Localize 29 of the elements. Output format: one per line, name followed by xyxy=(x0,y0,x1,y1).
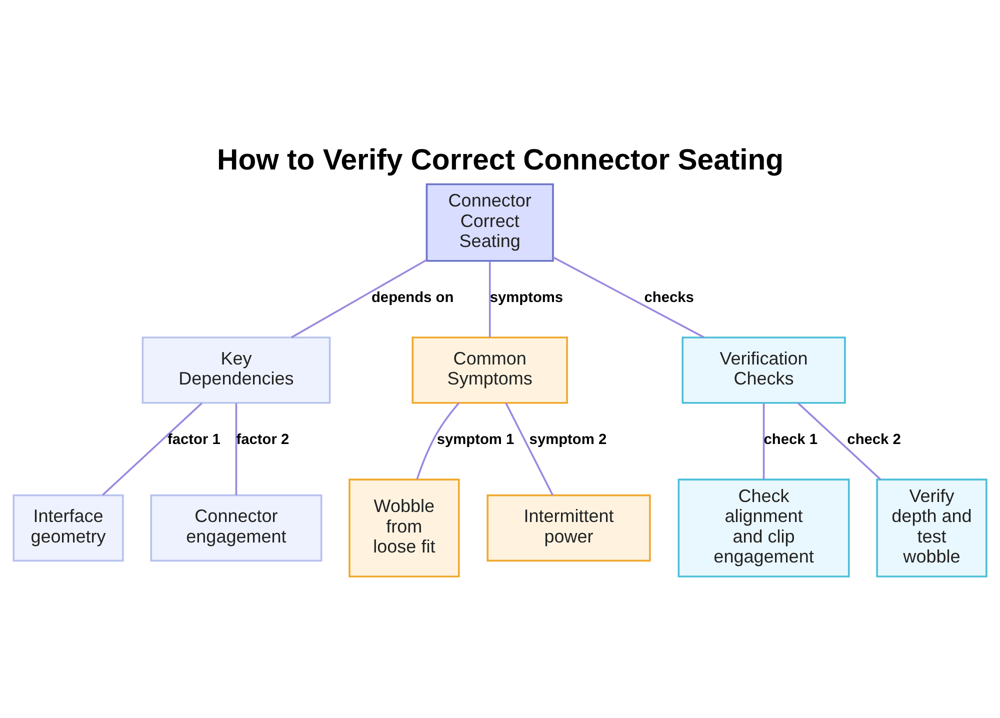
connector xyxy=(416,402,460,480)
edge-label: check 1 xyxy=(764,431,818,448)
node-box: Connector engagement xyxy=(150,494,322,562)
edge-label: factor 1 xyxy=(167,431,220,448)
edge-label: check 2 xyxy=(847,431,901,448)
edge-label: depends on xyxy=(371,289,454,306)
edge-label: symptoms xyxy=(490,289,564,306)
node-box: Common Symptoms xyxy=(412,336,568,404)
edge-label: checks xyxy=(644,289,694,306)
connector xyxy=(552,256,705,338)
connector xyxy=(291,258,427,338)
diagram-title: How to Verify Correct Connector Seating xyxy=(217,142,784,176)
node-box: Intermittent power xyxy=(486,494,651,562)
node-box: Verify depth and test wobble xyxy=(876,478,988,577)
node-box: Connector Correct Seating xyxy=(426,182,554,262)
node-box: Check alignment and clip engagement xyxy=(678,478,850,577)
edge-label: factor 2 xyxy=(236,431,290,448)
connector xyxy=(235,402,238,495)
connector xyxy=(762,402,765,479)
node-box: Verification Checks xyxy=(682,336,846,404)
connector xyxy=(488,260,491,337)
node-box: Key Dependencies xyxy=(142,336,331,404)
node-box: Wobble from loose fit xyxy=(348,478,460,577)
connector xyxy=(505,402,554,495)
edge-label: symptom 2 xyxy=(529,431,607,448)
connector xyxy=(798,402,882,480)
connector xyxy=(102,402,202,496)
node-box: Interface geometry xyxy=(12,494,124,562)
edge-label: symptom 1 xyxy=(436,431,514,448)
